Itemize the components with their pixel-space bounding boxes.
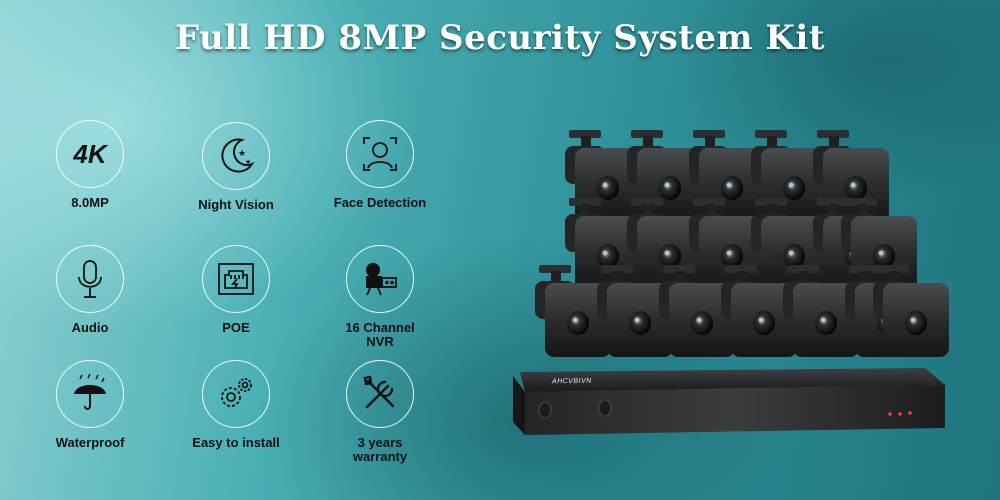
camera-row-back — [565, 130, 889, 222]
feature-poe: POE — [161, 245, 311, 335]
product-image — [513, 130, 949, 435]
feature-face-detection: Face Detection — [305, 120, 455, 210]
feature-label: 16 Channel NVR — [305, 321, 455, 348]
nvr-brand-label: AHCVBIVN — [551, 377, 592, 386]
feature-night-vision: ★ ★ Night Vision — [161, 122, 311, 212]
svg-text:★: ★ — [245, 158, 251, 166]
feature-label: 3 years warranty — [305, 436, 455, 463]
4k-badge: 4K — [73, 138, 107, 169]
moon-stars-icon: ★ ★ — [202, 122, 270, 190]
svg-text:★: ★ — [238, 149, 246, 159]
face-detection-icon — [346, 120, 414, 188]
feature-easy-install: Easy to install — [161, 360, 311, 450]
video-recorder-icon — [346, 245, 414, 313]
gears-icon — [202, 360, 270, 428]
feature-label: Audio — [71, 320, 109, 335]
feature-label-line1: 3 years — [357, 435, 403, 450]
feature-label: Waterproof — [55, 435, 125, 450]
feature-label: 8.0MP — [71, 195, 109, 210]
feature-label-line1: 16 Channel — [345, 320, 415, 335]
feature-label: Night Vision — [198, 197, 274, 212]
feature-8mp: 4K 8.0MP — [15, 120, 165, 210]
feature-warranty: 3 years warranty — [305, 360, 455, 463]
ethernet-port-icon — [202, 245, 270, 313]
feature-label-line2: NVR — [366, 333, 394, 349]
feature-16-channel-nvr: 16 Channel NVR — [305, 245, 455, 348]
microphone-icon — [56, 245, 124, 313]
4k-icon: 4K — [56, 120, 124, 188]
feature-label: Easy to install — [192, 435, 280, 450]
feature-label: POE — [222, 320, 250, 335]
tools-icon — [346, 360, 414, 428]
umbrella-rain-icon — [56, 360, 124, 428]
feature-label-line2: warranty — [352, 448, 408, 464]
feature-label: Face Detection — [333, 195, 427, 210]
feature-audio: Audio — [15, 245, 165, 335]
banner-title: Full HD 8MP Security System Kit — [174, 18, 826, 58]
feature-waterproof: Waterproof — [15, 360, 165, 450]
nvr-recorder — [513, 368, 945, 435]
